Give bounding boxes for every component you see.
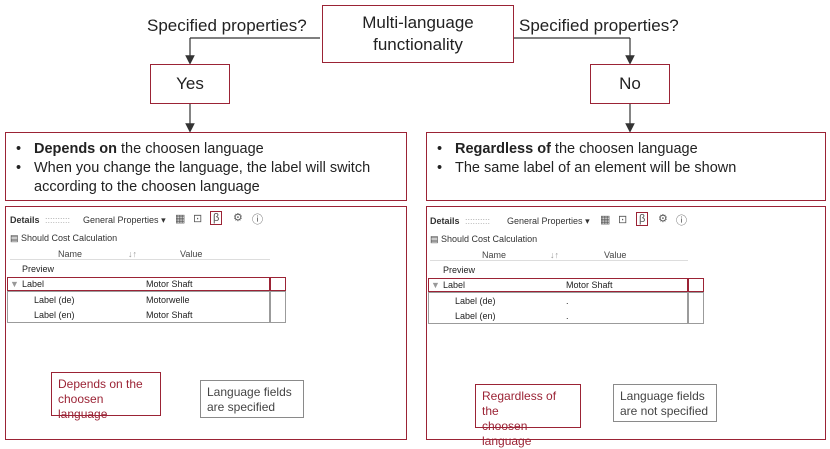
right-col-name[interactable]: Name <box>482 250 507 260</box>
calculation-icon: ▤ <box>430 234 439 244</box>
left-details-label: Details <box>10 215 40 225</box>
right-row-label-de-name[interactable]: Label (de) <box>455 296 496 306</box>
left-row-label-de-value[interactable]: Motorwelle <box>146 295 190 305</box>
left-label-selection[interactable] <box>7 277 270 291</box>
sort-icon[interactable]: ↓↑ <box>550 250 559 260</box>
dotted-separator-right: :::::::::: <box>465 216 491 226</box>
question-right: Specified properties? <box>519 16 679 35</box>
left-language-tail-box <box>270 291 286 323</box>
title-line2: functionality <box>373 35 463 54</box>
camera-icon[interactable]: ⊡ <box>193 213 203 225</box>
gear-icon[interactable]: ⚙ <box>658 213 668 225</box>
right-row-label-en-name[interactable]: Label (en) <box>455 311 496 321</box>
text-format-icon[interactable]: β <box>636 212 649 226</box>
right-row-label-value: Motor Shaft <box>566 280 613 290</box>
right-label-selection[interactable] <box>428 278 688 292</box>
chevron-down-icon: ▾ <box>585 216 590 226</box>
dotted-separator: :::::::::: <box>45 215 71 225</box>
calculator-icon[interactable]: ▦ <box>600 214 611 226</box>
expand-triangle-icon[interactable]: ▼ <box>431 280 440 290</box>
question-left: Specified properties? <box>147 16 307 35</box>
yes-box: Yes <box>150 64 230 104</box>
right-bullet-2: The same label of an element will be sho… <box>433 159 823 178</box>
right-row-label-de-value[interactable]: . <box>566 296 569 306</box>
sort-icon[interactable]: ↓↑ <box>128 249 137 259</box>
info-icon[interactable]: ⓘ <box>252 214 263 226</box>
left-bullet-1: Depends on the choosen language <box>12 140 404 159</box>
right-row-label-en-value[interactable]: . <box>566 311 569 321</box>
right-details-label: Details <box>430 216 460 226</box>
calculation-icon: ▤ <box>10 233 19 243</box>
left-bullet-2: When you change the language, the label … <box>12 159 404 197</box>
yes-label: Yes <box>176 74 204 93</box>
no-label: No <box>619 74 641 93</box>
right-row-preview[interactable]: Preview <box>443 265 476 275</box>
left-row-label-en-name[interactable]: Label (en) <box>34 310 75 320</box>
right-subheader: ▤ Should Cost Calculation <box>430 234 538 244</box>
right-column-header <box>430 248 688 261</box>
expand-triangle-icon[interactable]: ▼ <box>10 279 19 289</box>
right-general-properties-dropdown[interactable]: General Properties ▾ <box>507 216 590 226</box>
title-line1: Multi-language <box>362 13 474 32</box>
right-language-fields-box <box>428 292 688 324</box>
gear-icon[interactable]: ⚙ <box>233 212 243 224</box>
right-row-label-name: Label <box>443 280 466 290</box>
info-icon[interactable]: ⓘ <box>676 215 687 227</box>
left-row-label-en-value[interactable]: Motor Shaft <box>146 310 193 320</box>
right-label-tail-box <box>688 278 704 292</box>
left-column-header <box>10 247 270 260</box>
no-box: No <box>590 64 670 104</box>
calculator-icon[interactable]: ▦ <box>175 213 186 225</box>
right-language-tail-box <box>688 292 704 324</box>
multi-language-title-box: Multi-language functionality <box>322 5 514 63</box>
left-row-label-name: Label <box>22 279 45 289</box>
right-col-value[interactable]: Value <box>604 250 627 260</box>
chevron-down-icon: ▾ <box>161 215 166 225</box>
left-label-tail-box <box>270 277 286 291</box>
camera-icon[interactable]: ⊡ <box>618 214 628 226</box>
right-bullet-1: Regardless of the choosen language <box>433 140 823 159</box>
right-bullets: Regardless of the choosen language The s… <box>433 140 823 178</box>
left-language-fields-box <box>7 291 270 323</box>
text-format-icon[interactable]: β <box>210 211 223 225</box>
left-subheader: ▤ Should Cost Calculation <box>10 233 118 243</box>
left-row-label-de-name[interactable]: Label (de) <box>34 295 75 305</box>
left-bullets: Depends on the choosen language When you… <box>12 140 404 197</box>
left-row-preview[interactable]: Preview <box>22 264 55 274</box>
left-general-properties-dropdown[interactable]: General Properties ▾ <box>83 215 166 225</box>
left-row-label-value: Motor Shaft <box>146 279 193 289</box>
left-col-name[interactable]: Name <box>58 249 83 259</box>
left-col-value[interactable]: Value <box>180 249 203 259</box>
